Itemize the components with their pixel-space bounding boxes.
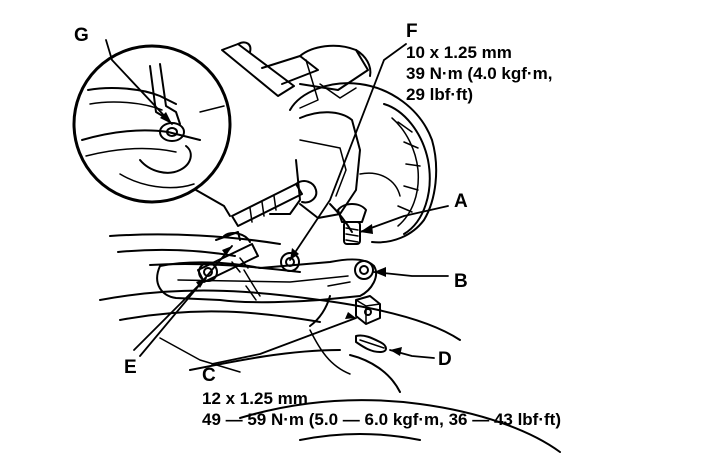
strut-assembly <box>221 41 372 109</box>
callout-label-a: A <box>454 191 468 212</box>
arrowhead-c <box>345 312 356 319</box>
callout-label-g: G <box>74 25 89 46</box>
spec-f-thread: 10 x 1.25 mm <box>406 43 512 62</box>
tie-rod <box>231 180 318 227</box>
arrowhead-d <box>390 347 402 356</box>
callout-label-b: B <box>454 271 468 292</box>
arrowhead-g <box>160 112 172 124</box>
spec-f-torque-imperial: 29 lbf·ft) <box>406 85 474 104</box>
leader-e2 <box>139 245 233 357</box>
arrowhead-e1 <box>196 278 206 288</box>
detail-view-circle <box>72 44 232 217</box>
callout-label-c: C <box>202 365 216 386</box>
spec-f-torque: 39 N·m (4.0 kgf·m, <box>406 64 553 83</box>
leader-a <box>359 205 449 233</box>
leader-c <box>211 317 357 365</box>
callout-label-f: F <box>406 21 418 42</box>
flange-nut-f <box>280 252 300 272</box>
arrowhead-f <box>290 248 299 260</box>
arrowhead-e2 <box>222 246 232 256</box>
leader-f <box>289 43 407 261</box>
torque-spec-f: 10 x 1.25 mm 39 N·m (4.0 kgf·m, 29 lbf·f… <box>406 42 552 105</box>
callout-label-e: E <box>124 357 137 378</box>
arrowheads <box>160 112 402 356</box>
callout-label-d: D <box>438 349 452 370</box>
leader-g <box>105 39 173 125</box>
stabilizer-bolt <box>197 231 261 297</box>
leader-b <box>373 271 449 277</box>
brake-disc-knuckle <box>269 82 438 244</box>
leader-lines <box>105 39 449 365</box>
arrowhead-a <box>360 224 373 234</box>
castle-nut-c <box>355 295 381 325</box>
arrowhead-b <box>374 267 386 277</box>
cotter-pin-d <box>355 334 387 353</box>
ball-joint-stud <box>337 203 367 245</box>
spec-c-thread: 12 x 1.25 mm <box>202 389 308 408</box>
spec-c-torque: 49 — 59 N·m (5.0 — 6.0 kgf·m, 36 — 43 lb… <box>202 410 561 429</box>
leader-e1 <box>133 277 207 351</box>
torque-spec-c: 12 x 1.25 mm 49 — 59 N·m (5.0 — 6.0 kgf·… <box>202 388 561 430</box>
